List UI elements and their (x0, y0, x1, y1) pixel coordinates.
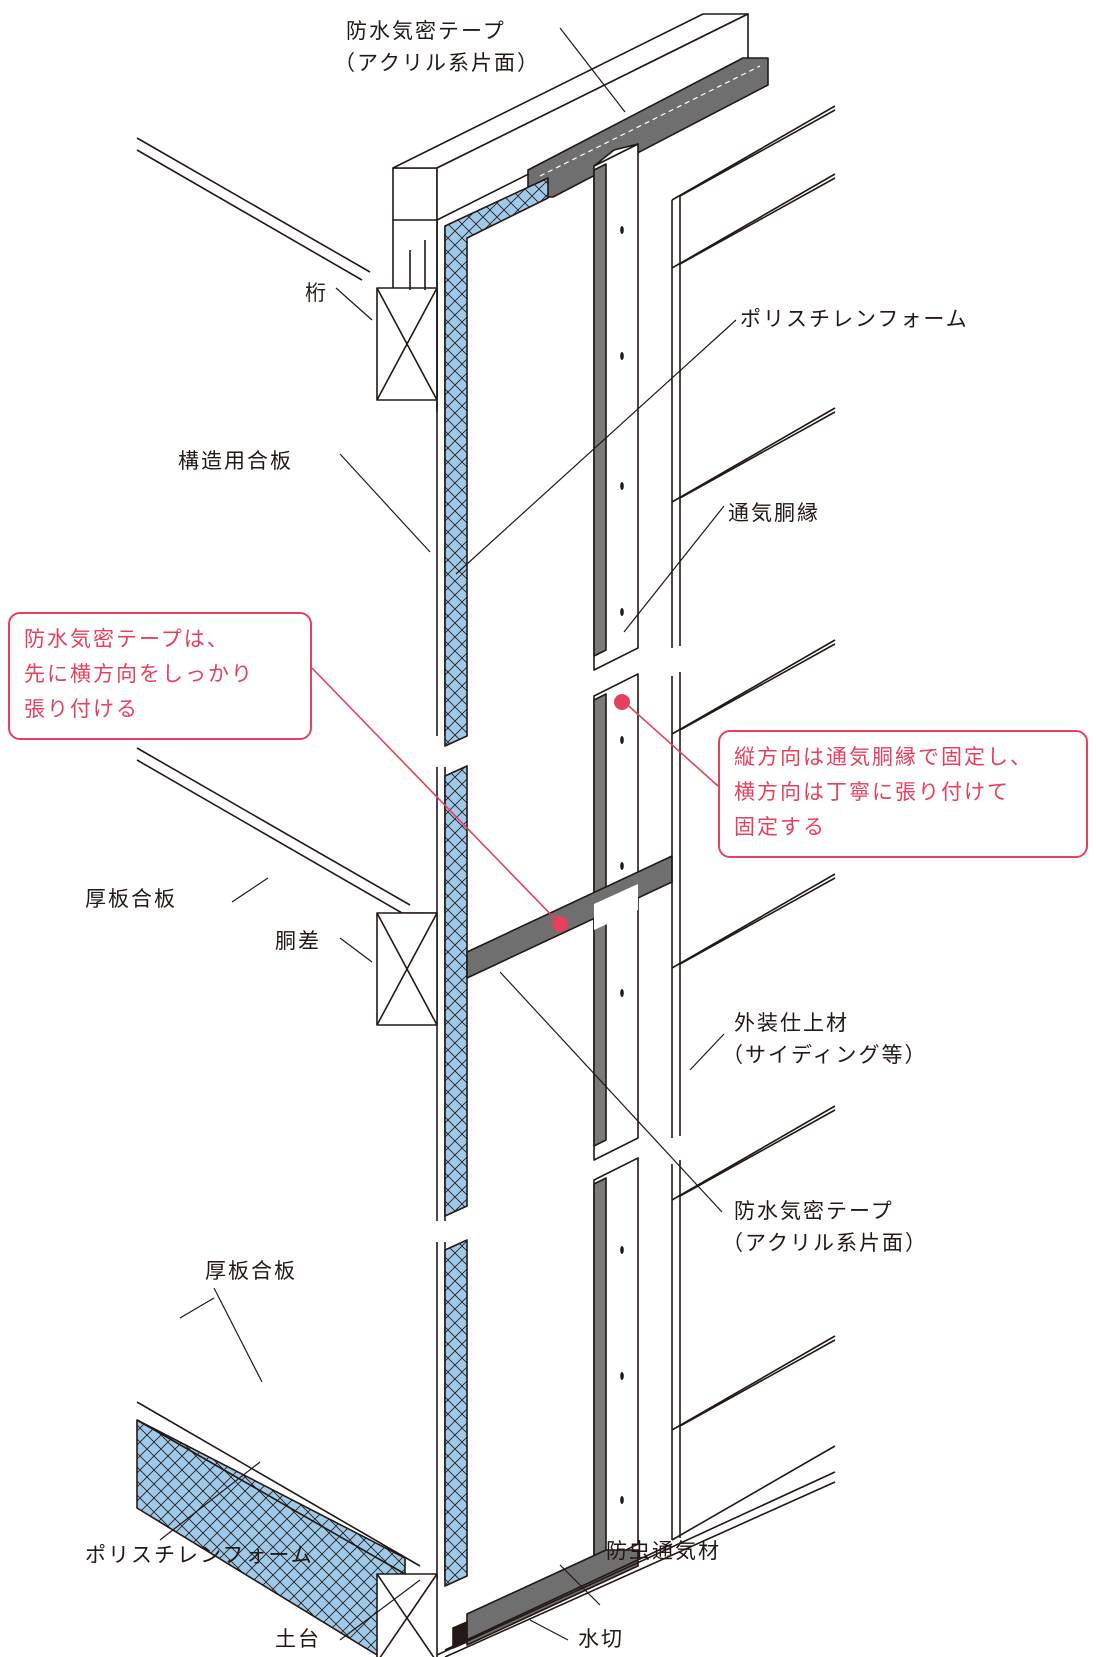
left-callout-line2: 先に横方向をしっかり (24, 662, 254, 686)
polystyrene-lower-label: ポリスチレンフォーム (85, 1543, 314, 1567)
right-callout-line2: 横方向は丁寧に張り付けて (734, 780, 1010, 804)
mizukiri-label: 水切 (578, 1627, 624, 1651)
furring-strip-label: 通気胴縁 (728, 501, 820, 525)
structural-plywood-label: 構造用合板 (178, 449, 293, 473)
left-callout-dot (552, 916, 568, 932)
bottom-tape-label-line1: 防水気密テープ (734, 1199, 894, 1223)
top-tape-label-line2: （アクリル系片面） (334, 51, 540, 75)
dousashi-label: 胴差 (275, 929, 321, 953)
dodai-label: 土台 (275, 1627, 321, 1651)
right-callout-line1: 縦方向は通気胴縁で固定し、 (734, 745, 1033, 769)
right-callout-dot (614, 694, 630, 710)
right-callout-box: 縦方向は通気胴縁で固定し、 横方向は丁寧に張り付けて 固定する (718, 730, 1088, 858)
structural-plywood (436, 220, 446, 1580)
thick-plywood-lower-label: 厚板合板 (205, 1259, 297, 1283)
dodai-sill-section (376, 1573, 438, 1657)
mid-tape-strip (466, 855, 673, 979)
keta-beam-section (376, 240, 438, 401)
mid-floor-plane (136, 747, 437, 914)
left-callout-box: 防水気密テープは、 先に横方向をしっかり 張り付ける (8, 612, 312, 740)
bottom-tape-label-line2: （アクリル系片面） (722, 1231, 928, 1255)
thick-plywood-mid-label: 厚板合板 (85, 887, 177, 911)
furring-nails (620, 226, 624, 1504)
dousashi-beam-section (376, 912, 438, 1026)
top-plate (392, 13, 749, 412)
bottom-base-detail (436, 1471, 836, 1657)
polystyrene-upper-label: ポリスチレンフォーム (740, 307, 969, 331)
top-tape-label-line1: 防水気密テープ (346, 19, 506, 43)
left-callout-line3: 張り付ける (24, 697, 139, 721)
furring-strip (593, 143, 639, 1567)
upper-floor-plane (136, 137, 371, 281)
exterior-siding (671, 105, 836, 1541)
leader-lines (159, 27, 737, 1641)
keta-label: 桁 (305, 281, 328, 305)
callout-leaders (311, 667, 719, 925)
left-callout-line1: 防水気密テープは、 (24, 627, 230, 651)
insulation-layer (444, 177, 549, 1587)
insect-vent-label: 防虫通気材 (606, 1539, 721, 1563)
exterior-finish-label-line2: （サイディング等） (722, 1043, 928, 1067)
exterior-finish-label-line1: 外装仕上材 (734, 1011, 849, 1035)
right-callout-line3: 固定する (734, 815, 826, 839)
